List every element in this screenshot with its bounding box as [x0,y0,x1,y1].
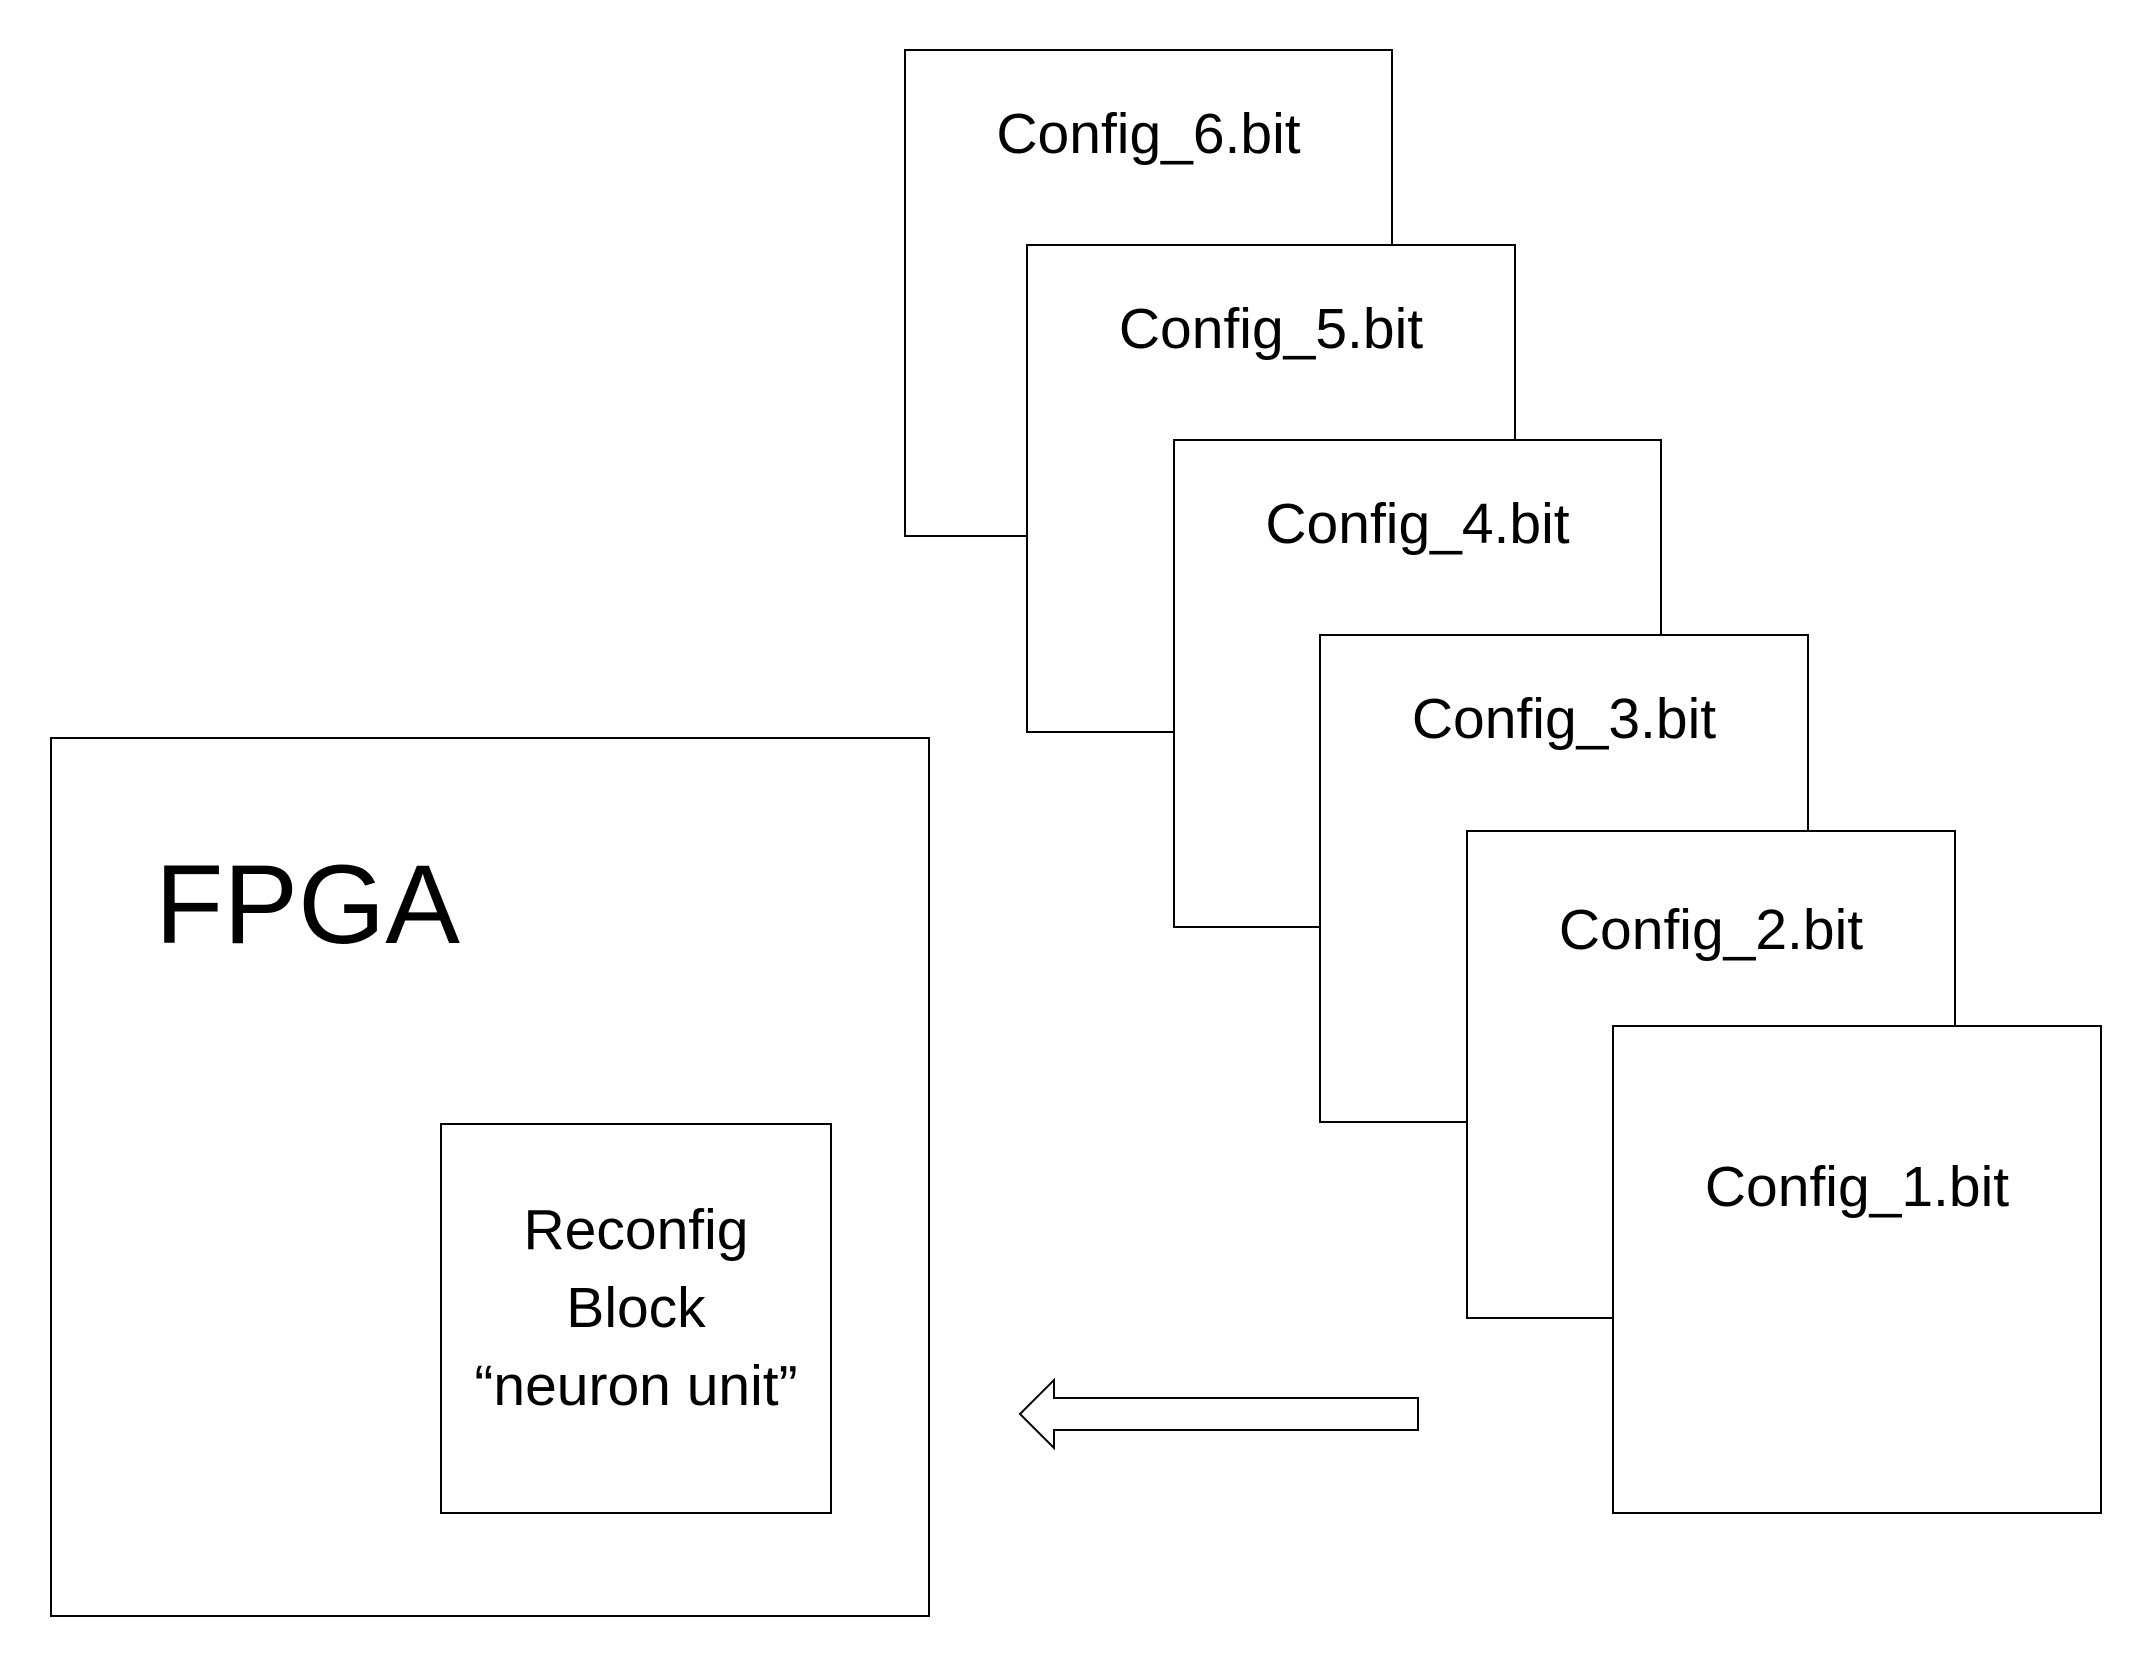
config-file-4-label: Config_4.bit [1265,492,1570,556]
fpga-title: FPGA [155,842,460,967]
reconfig-label-line3: “neuron unit” [474,1354,798,1418]
config-file-2-label: Config_2.bit [1558,898,1864,962]
config-file-1-label: Config_1.bit [1704,1155,2010,1219]
reconfig-label-line1: Reconfig [523,1198,749,1262]
fpga-box: FPGA Reconfig Block “neuron unit” [50,737,930,1617]
config-file-6-label: Config_6.bit [996,102,1301,166]
reconfig-label-line2: Block [566,1276,706,1340]
load-arrow-icon [1018,1377,1419,1451]
config-file-1: Config_1.bit [1612,1025,2102,1514]
config-file-3-label: Config_3.bit [1411,687,1717,751]
config-file-5-label: Config_5.bit [1118,297,1424,361]
reconfig-block: Reconfig Block “neuron unit” [440,1123,832,1514]
reconfig-block-label: Reconfig Block “neuron unit” [442,1191,830,1425]
